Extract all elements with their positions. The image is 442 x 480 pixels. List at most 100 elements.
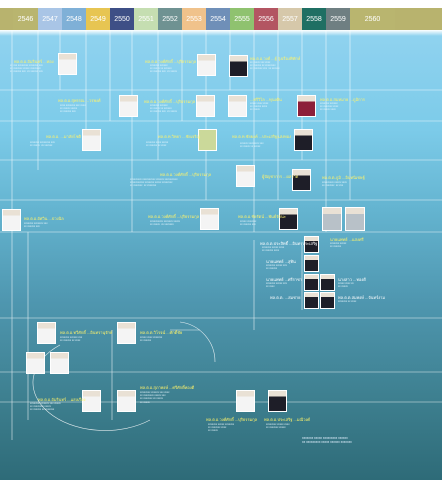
portrait-photo (322, 207, 342, 231)
portrait-photo (200, 208, 219, 230)
portrait-photo (82, 129, 101, 151)
portrait-photo (304, 236, 319, 253)
person-description: xxxxxx xxxxxxxx xxx xx xxxxx xx xxxxx (240, 142, 264, 149)
year-cell: 2559 (326, 8, 350, 30)
portrait-photo (297, 95, 316, 117)
person-name: พล.ต.อ.สมหมาย ...ภูมิการ (320, 97, 365, 102)
person-description: xxxxxxx xxxxx xx xxxxxx (330, 242, 347, 249)
person-name: นายแพทย์ ...ศรีราชา (266, 277, 303, 282)
person-name: พล.ต.ท.ชัยยงค์ ...ประเสริฐแสงทอง (232, 134, 292, 139)
year-cell: 2555 (230, 8, 254, 30)
year-timeline-bar: 2546 2547 2548 2549 2550 2551 2552 2553 … (0, 8, 442, 30)
person-name: พล.ต.อ.ประเสริฐ ...มณีวงศ์ (264, 417, 310, 422)
person-name: ...ศรีวิไล ...ทุนงศิน (250, 97, 282, 102)
person-name: พล.ต.อ.วงศ์ศักดิ์ ...ปุริธรรมกุล (144, 99, 196, 104)
year-cell: 2560 (350, 8, 395, 30)
portrait-photo (37, 322, 56, 344)
person-name: พล.ต.อ.อัศวิน ...ปวงนิล (24, 216, 64, 221)
year-cell: 2548 (62, 8, 86, 30)
person-description: xxxxx xxxx xxxxxxx xx xxxxxx (140, 336, 163, 343)
portrait-photo (117, 390, 136, 412)
person-name: นางสาว ...ทองดี (338, 277, 366, 282)
person-description: xxxxxxx xxxxxx xx xxxxx xx xxxxxx xx xxx… (150, 104, 177, 114)
person-name: พล.ต.อ.อัมรินทร์ ...ทอง (14, 59, 54, 64)
person-name: พล.ต.ต.ประสิทธิ์ ...อินทรประเสริฐ (260, 241, 318, 246)
person-description: xxxxxxx xxxxx xxxxxxx xx xxxxxxx xxxx xx… (208, 423, 235, 433)
person-description: xxxxxxxxxx xxxxxxx xxxxx xx xxxxx xx xxx… (150, 220, 180, 227)
person-name: นายแพทย์ ...แสงศรี (330, 237, 364, 242)
year-cell: 2549 (86, 8, 110, 30)
person-description: xxxxxxx xxxxx xxx xx xxxx (266, 282, 287, 289)
person-name: พล.ต.ท.วิทยา ...ชัยเจริญ (158, 134, 200, 139)
person-name: พล.ต.ต.ภูมิ ...อินทนิเชษฐ์ (322, 175, 365, 180)
portrait-photo (2, 209, 21, 231)
person-name: พล.ต.อ.วงศ์ศักดิ์ ...ปุริธรรมกุล (148, 214, 200, 219)
person-description: xxxxx xxxx xxxx xx xxxxxx xxxx xx xxxxx (250, 102, 269, 112)
year-cell: 2556 (254, 8, 278, 30)
footer-note: xxxxxxx xxxxx xxxxxxxxx xxxxxx xx xxxxxx… (302, 436, 352, 444)
year-cell: 2553 (182, 8, 206, 30)
person-description: xxxxxxx xxxx xxxxx xx xxxxxx xx xxxx (146, 141, 169, 148)
person-description: xxxxxxx xxxxx xxx xx xxxxxx (266, 264, 287, 271)
year-cell: 2557 (278, 8, 302, 30)
year-cell: 2550 (110, 8, 134, 30)
portrait-photo (292, 169, 311, 191)
person-description: xxxxxxxx xxxxxx xxx xxxx xx xxxxxxxx xxx… (140, 391, 170, 404)
portrait-photo (236, 165, 255, 187)
portrait-photo (268, 390, 287, 412)
year-cell: 2546 (13, 8, 38, 30)
person-description: xxxxxxx xxxxxxxx xxx xx xxxxx xx xxxxxx (30, 141, 55, 148)
person-description: xxxxxxx xx xxxx (338, 300, 357, 303)
person-description: xxxxxxxxx xxxxxxxxxx xxxxxx xxxxxxxxxx x… (130, 178, 178, 188)
person-name: พล.ต.อ.ทวีศักดิ์ ...อินทรานุรักษ์ (60, 330, 113, 335)
portrait-photo (26, 352, 45, 374)
portrait-photo (236, 390, 255, 412)
person-description: xxxxxxxx xxxxx xxxx xx xxxxxxx xxxxx (266, 423, 290, 430)
person-name: พล.ต.อ.วงศ์ศักดิ์ ...ปุริธรรมกุล (206, 417, 258, 422)
year-cell: 2552 (158, 8, 182, 30)
year-cell: 2551 (134, 8, 158, 30)
portrait-photo (304, 255, 319, 272)
person-name: พล.ต.อ.วงศ์ ...ฐ์ รุ่งเรืองพิทักษ์ (250, 56, 301, 61)
portrait-photo (119, 95, 138, 117)
person-description: xxxxxxx xxxxxx xx xxxxx xx xxxxxx xx xxx… (150, 64, 177, 74)
portrait-photo (279, 208, 298, 230)
person-description: xxxxxxxx xxxxxx xxx xxxxx xx xxxxxxxx xx… (30, 402, 61, 412)
person-description: xxxxx xxxxxxx xx xxxxxx xxx (240, 220, 257, 227)
year-cell: 2547 (38, 8, 62, 30)
person-name: ผู้บัญชาการ ...ผลวาด (262, 174, 299, 179)
person-name: พล.ต.อ. ...มาลัยโชติ (46, 134, 82, 139)
person-name: พล.ต.อ.วงศ์ศักดิ์ ...ปุริธรรมกุล (145, 59, 197, 64)
person-name: พล.ต.อ.สุภาพงษ์ ...ศรีศักดิ์ทองดี (140, 385, 195, 390)
person-description: xx xxxxx xxx xxxx xx xxxxxx xx xxxxxxxx … (250, 61, 280, 71)
person-name: พล.ต.ต. ...สมชาย (270, 295, 301, 300)
portrait-photo (198, 129, 217, 151)
portrait-photo (304, 274, 319, 291)
portrait-photo (229, 55, 248, 77)
portrait-photo (197, 54, 216, 76)
person-description: xx xxx xxxxxxxx xxxxxxx xxx xx xxxxxxx x… (10, 64, 43, 74)
portrait-photo (320, 292, 335, 309)
person-description: xxxxxxx xxxxxx xx xxxxxxx xxxx xx xxxxx … (320, 102, 339, 112)
person-name: พล.ต.อ.อัมรินทร์ ...แสงเรือง (38, 397, 86, 402)
person-name: พล.ต.อ.ชัยรัตน์ ...พันธ์รัตนะ (238, 214, 286, 219)
person-description: xxxxxxx xxxxxx xxx xx xxxxxx xx xxxx (60, 336, 83, 343)
person-description: xxxxx xxxx xx xx xxxxx (338, 282, 354, 289)
year-cell: 2554 (206, 8, 230, 30)
portrait-photo (294, 129, 313, 151)
person-description: xxxxxxxxx xxxxx xxxx xx xxxxxxx xx xxx (322, 181, 347, 188)
portrait-photo (345, 207, 365, 231)
person-description: xxxx xxxxxxx xxx xxxx xx xxxxx xxxxx xx … (60, 104, 86, 114)
portrait-photo (58, 53, 77, 75)
person-name: พล.ต.ต.วิโรจน์ ...ศักดิ์ชัย (140, 330, 183, 335)
portrait-photo (82, 390, 101, 412)
portrait-photo (228, 95, 247, 117)
person-name: พล.ต.อ.วงศ์ศักดิ์ ...ปุริธรรมกุล (160, 172, 212, 177)
person-name: พล.ต.อ.สุพรรณ ...วรพงศ์ (58, 98, 101, 103)
portrait-photo (196, 95, 215, 117)
portrait-photo (320, 274, 335, 291)
person-name: นายแพทย์ ...สุทิน (266, 259, 296, 264)
portrait-photo (50, 352, 69, 374)
portrait-photo (304, 292, 319, 309)
